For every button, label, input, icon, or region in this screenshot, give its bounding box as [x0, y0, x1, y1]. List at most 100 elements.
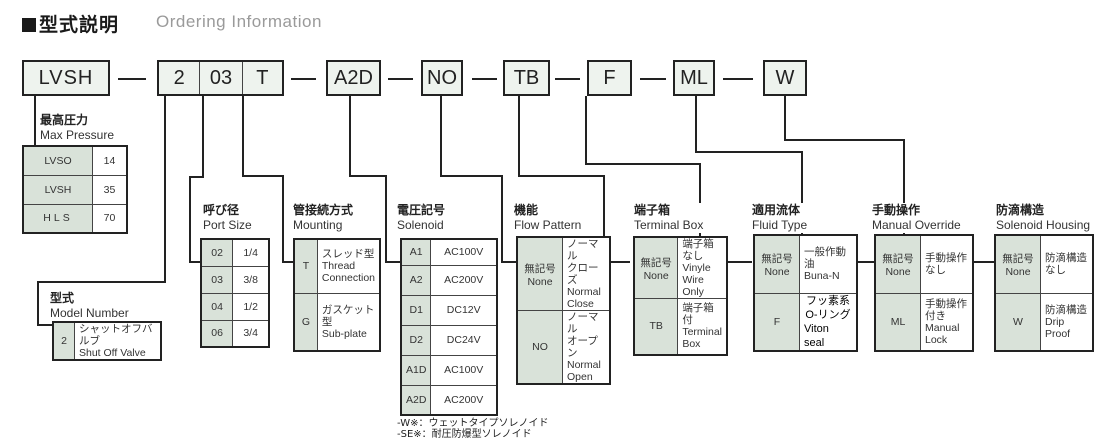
- solenoid-key: A1: [400, 238, 432, 266]
- manual-key: ML: [874, 292, 921, 352]
- mounting-key: T: [293, 238, 318, 294]
- title-jp-text: 型式説明: [39, 14, 120, 36]
- model-key: 2: [52, 321, 75, 361]
- terminal-value-line: Only: [682, 286, 704, 298]
- code-terminal-text: TB: [513, 66, 540, 89]
- solenoid-value: AC200V: [430, 264, 498, 296]
- terminal-value-line: 端子箱なし: [682, 238, 714, 262]
- line-flow: [440, 96, 518, 263]
- fluid-value-line: Buna-N: [804, 270, 840, 283]
- pressure-label-jp: 最高圧力: [40, 113, 89, 127]
- flow-key-en: None: [527, 275, 553, 288]
- mounting-value-line: ガスケット型: [321, 303, 375, 328]
- line-solenoid: [349, 96, 400, 263]
- section-terminal-label: 端子箱 Terminal Box: [634, 203, 704, 233]
- line-model: [37, 96, 166, 326]
- terminal-key-en: None: [643, 269, 669, 282]
- code-model: 2: [159, 62, 201, 94]
- housing-key: W: [994, 292, 1041, 352]
- fluid-value-line: O-リング: [805, 308, 851, 321]
- housing-value-line: なし: [1045, 264, 1066, 277]
- model-value-en: Shut Off Valve: [79, 347, 146, 359]
- code-mount: T: [243, 62, 282, 94]
- page-title-en: Ordering Information: [156, 12, 322, 31]
- port-value: 1/4: [232, 238, 270, 267]
- mounting-value-line: Thread: [321, 260, 356, 273]
- flow-value-line: Normal: [567, 359, 601, 371]
- square-bullet-icon: [22, 18, 36, 32]
- mounting-label-en: Mounting: [293, 218, 343, 232]
- section-fluid-label: 適用流体 Fluid Type: [752, 203, 808, 233]
- mounting-value-line: Sub-plate: [321, 327, 367, 340]
- mounting-key: G: [293, 292, 318, 352]
- manual-value-line: なし: [925, 264, 946, 277]
- fluid-key-jp: 無記号: [761, 252, 793, 265]
- port-value: 3/4: [232, 319, 270, 348]
- mounting-label-jp: 管接続方式: [293, 203, 354, 217]
- mounting-value-line: スレッド型: [321, 248, 375, 261]
- code-box-model-port-mount: 2 03 T: [157, 60, 284, 96]
- code-port: 03: [200, 62, 243, 94]
- solenoid-value: DC24V: [430, 324, 498, 356]
- pressure-key: HLS: [22, 203, 93, 234]
- port-value: 3/8: [232, 265, 270, 294]
- housing-label-en: Solenoid Housing: [996, 218, 1091, 232]
- separator-dash: [640, 78, 666, 80]
- separator-dash: [555, 78, 580, 80]
- manual-label-jp: 手動操作: [872, 203, 921, 217]
- housing-value-line: 防滴構造: [1045, 252, 1087, 265]
- fluid-key-en: None: [764, 265, 790, 278]
- terminal-label-jp: 端子箱: [634, 203, 671, 217]
- solenoid-key: A2D: [400, 384, 432, 416]
- pressure-key: LVSO: [22, 145, 93, 176]
- section-housing-label: 防滴構造 Solenoid Housing: [996, 203, 1091, 233]
- port-key: 03: [200, 265, 234, 294]
- code-port-text: 03: [209, 66, 233, 89]
- fluid-value-line: 一般作動油: [804, 246, 846, 271]
- flow-label-jp: 機能: [514, 203, 539, 217]
- pressure-value: 35: [92, 174, 128, 205]
- solenoid-value: AC100V: [430, 354, 498, 386]
- fluid-value-line: フッ素系: [806, 294, 850, 307]
- section-model-label: 型式 Model Number: [50, 291, 129, 321]
- section-port-label: 呼び径 Port Size: [203, 203, 252, 233]
- separator-dash: [388, 78, 413, 80]
- manual-value-line: 付き: [925, 309, 946, 322]
- flow-label-en: Flow Pattern: [514, 218, 582, 232]
- manual-value: 手動操作なし: [920, 234, 974, 294]
- flow-value-line: Open: [567, 371, 593, 383]
- pressure-label-en: Max Pressure: [40, 128, 115, 142]
- mounting-value-line: Connection: [321, 272, 375, 285]
- port-key: 06: [200, 319, 234, 348]
- model-label-jp: 型式: [50, 291, 75, 305]
- code-box-series: LVSH: [22, 60, 110, 96]
- section-pressure-label: 最高圧力 Max Pressure: [40, 113, 115, 143]
- code-box-terminal: TB: [503, 60, 550, 96]
- model-label-en: Model Number: [50, 306, 129, 320]
